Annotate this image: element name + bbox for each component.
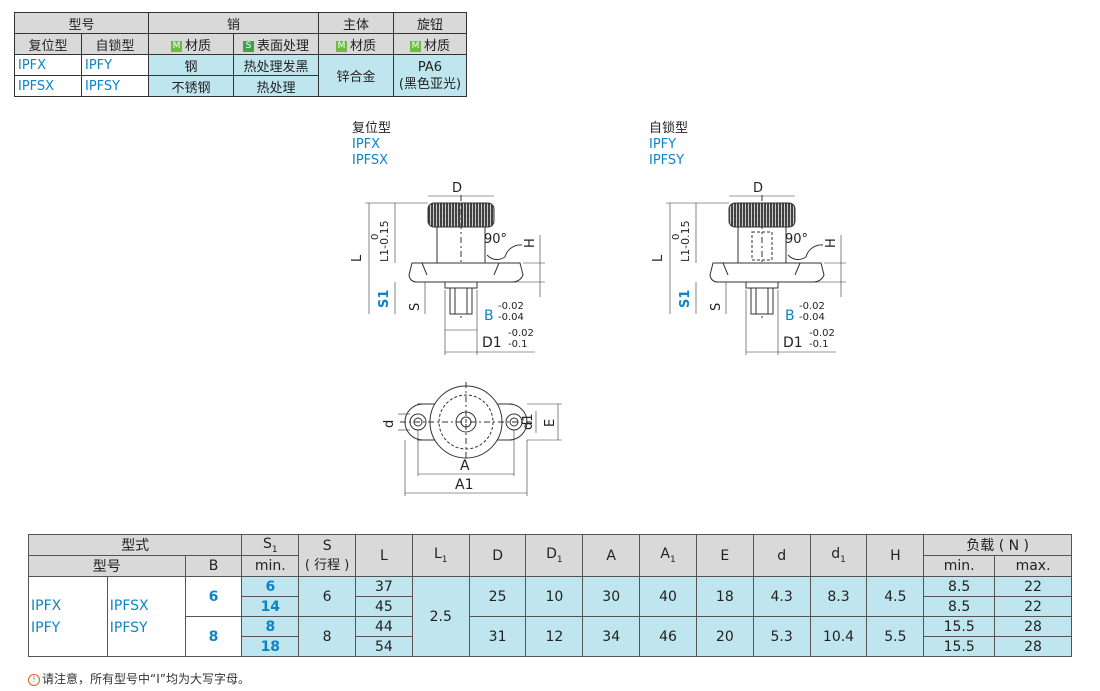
dim-d: D — [452, 181, 462, 196]
svg-text:L1-0.15: L1-0.15 — [679, 220, 692, 262]
h-model: 型号 — [28, 555, 186, 577]
h-s: S( 行程 ) — [298, 534, 357, 577]
h-l1: L1 — [411, 534, 470, 577]
dim-a1: A1 — [455, 477, 473, 493]
h-h: H — [866, 534, 925, 577]
b-value: 8 — [184, 616, 243, 657]
dim-a: A — [460, 458, 470, 474]
svg-text:S1: S1 — [678, 290, 693, 308]
dim-e: E — [543, 419, 558, 427]
h-knob-mat: 材质 — [423, 38, 450, 54]
technical-drawings: 90° H D L 0 L1-0.15 S1 S B -0.02 -0.04 D… — [350, 181, 846, 496]
left-side-view: 90° H D L 0 L1-0.15 S1 S B -0.02 -0.04 D… — [350, 181, 545, 355]
h-model: 型号 — [14, 12, 149, 34]
h-d1: D1 — [525, 534, 584, 577]
model-lock: IPFSY — [81, 75, 149, 97]
body-material: 锌合金 — [318, 54, 394, 97]
material-badge-icon: M — [170, 40, 182, 52]
left-drawing-title: 复位型 IPFX IPFSX — [352, 121, 392, 168]
table-row: 18 54 15.5 28 — [29, 636, 1072, 657]
svg-text:0: 0 — [370, 234, 381, 240]
right-drawing-title: 自锁型 IPFY IPFSY — [649, 121, 689, 168]
material-badge-icon: M — [409, 40, 421, 52]
dim-s: S — [408, 303, 423, 311]
h-lock: 自锁型 — [81, 33, 149, 55]
svg-text:H: H — [824, 238, 839, 248]
svg-text:L: L — [651, 254, 666, 262]
h-s1: S1 — [241, 534, 300, 556]
knob-material: PA6 — [417, 59, 443, 75]
h-load-max: max. — [994, 555, 1072, 577]
warning-icon: ! — [28, 673, 40, 686]
h-pin-mat: 材质 — [184, 38, 211, 54]
h-type: 型式 — [27, 534, 243, 556]
spec-table: 型式 S1 S( 行程 ) L L1 D D1 A A1 E d d1 H 负载… — [27, 534, 1072, 657]
h-pin: 销 — [148, 12, 319, 34]
svg-text:-0.02: -0.02 — [498, 301, 524, 312]
dim-b: B — [484, 308, 494, 324]
h-b: B — [184, 555, 243, 577]
h-dd1: d1 — [809, 534, 868, 577]
b-value: 6 — [184, 576, 243, 617]
svg-text:-0.02: -0.02 — [508, 328, 534, 339]
h-dd: d — [752, 534, 811, 577]
svg-text:-0.04: -0.04 — [799, 312, 825, 323]
footnote-text: 请注意，所有型号中“I”均为大写字母。 — [42, 672, 250, 686]
svg-text:-0.02: -0.02 — [809, 328, 835, 339]
h-e: E — [695, 534, 754, 577]
h-load-min: min. — [923, 555, 996, 577]
table-row: 14 45 8.5 22 — [29, 596, 1072, 617]
pin-surface: 热处理 — [233, 75, 319, 97]
table-row: 8 8 8 44 31 12 34 46 20 5.3 10.4 5.5 15.… — [29, 616, 1072, 657]
dim-d1-small: d1 — [521, 413, 536, 430]
h-body-mat: 材质 — [349, 38, 376, 54]
surface-badge-icon: S — [242, 40, 254, 52]
h-a: A — [582, 534, 641, 577]
h-a1: A1 — [639, 534, 697, 577]
dim-l1: L1-0.15 — [378, 220, 391, 262]
svg-text:B: B — [785, 308, 795, 324]
h-l: L — [355, 534, 413, 577]
svg-text:S: S — [709, 303, 724, 311]
dim-s1: S1 — [377, 290, 392, 308]
h-reset: 复位型 — [14, 33, 82, 55]
svg-text:-0.04: -0.04 — [498, 312, 524, 323]
h-pin-surface: 表面处理 — [256, 38, 309, 54]
right-side-view: 90° H D L 0 L1-0.15 S1 S B -0.02 -0.04 D… — [651, 181, 846, 355]
dim-d1: D1 — [482, 335, 502, 351]
top-view: d d1 E A A1 — [382, 382, 562, 496]
h-load: 负载 ( N ) — [923, 534, 1072, 556]
model-reset: IPFSX — [14, 75, 82, 97]
h-d: D — [468, 534, 527, 577]
dim-h: H — [523, 238, 538, 248]
svg-text:-0.02: -0.02 — [799, 301, 825, 312]
footnote: !请注意，所有型号中“I”均为大写字母。 — [28, 670, 250, 687]
svg-text:-0.1: -0.1 — [809, 339, 829, 350]
svg-text:90°: 90° — [785, 232, 808, 247]
svg-text:D1: D1 — [783, 335, 803, 351]
h-body: 主体 — [318, 12, 394, 34]
knob-material-note: (黑色亚光) — [398, 76, 462, 92]
material-badge-icon: M — [335, 40, 347, 52]
angle-label: 90° — [484, 232, 507, 247]
svg-text:-0.1: -0.1 — [508, 339, 528, 350]
dim-l: L — [350, 254, 365, 262]
svg-text:0: 0 — [671, 234, 682, 240]
h-s1-min: min. — [241, 555, 300, 577]
svg-text:D: D — [753, 181, 763, 196]
dim-d-small: d — [382, 420, 397, 428]
